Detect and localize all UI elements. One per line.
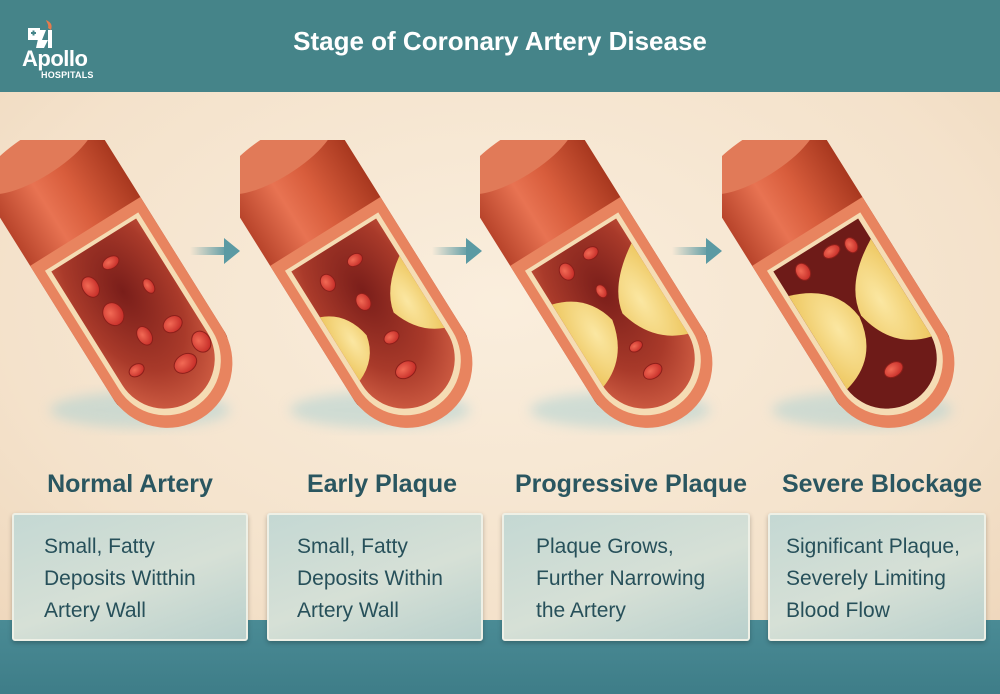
description-line: Artery Wall xyxy=(44,599,146,622)
description-line: Small, Fatty xyxy=(297,535,408,558)
description-line: Blood Flow xyxy=(786,599,890,622)
logo-subtitle: HOSPITALS xyxy=(41,70,94,80)
description-line: Deposits Within xyxy=(297,567,443,590)
arrow-right-icon xyxy=(432,238,482,264)
description-line: the Artery xyxy=(536,599,626,622)
apollo-logo-icon xyxy=(28,20,52,48)
arrow-right-icon xyxy=(672,238,722,264)
description-line: Small, Fatty xyxy=(44,535,155,558)
description-line: Severely Limiting xyxy=(786,567,946,590)
stage-title-early-plaque: Early Plaque xyxy=(306,470,458,498)
apollo-logo: Apollo HOSPITALS xyxy=(20,18,110,80)
stage-title-normal-artery: Normal Artery xyxy=(47,470,213,498)
page-title: Stage of Coronary Artery Disease xyxy=(293,26,707,56)
severe-blockage-artery-illustration xyxy=(722,140,955,428)
stage-description-card: Significant Plaque, Severely Limiting Bl… xyxy=(768,513,986,641)
stage-title-progressive-plaque: Progressive Plaque xyxy=(514,470,748,498)
description-line: Artery Wall xyxy=(297,599,399,622)
stage-description-card: Small, Fatty Deposits Within Artery Wall xyxy=(267,513,483,641)
stage-description-card: Small, Fatty Deposits Witthin Artery Wal… xyxy=(12,513,248,641)
description-line: Further Narrowing xyxy=(536,567,706,590)
early-plaque-artery-illustration xyxy=(240,140,473,428)
description-line: Plaque Grows, xyxy=(536,535,674,558)
logo-wordmark: Apollo xyxy=(22,46,88,71)
progressive-plaque-artery-illustration xyxy=(480,140,713,428)
normal-artery-illustration xyxy=(0,140,233,428)
stage-description-card: Plaque Grows, Further Narrowing the Arte… xyxy=(502,513,750,641)
description-line: Deposits Witthin xyxy=(44,567,196,590)
arrow-right-icon xyxy=(190,238,240,264)
header-banner: Apollo HOSPITALS Stage of Coronary Arter… xyxy=(0,0,1000,92)
description-line: Significant Plaque, xyxy=(786,535,960,558)
stage-title-severe-blockage: Severe Blockage xyxy=(781,470,983,498)
